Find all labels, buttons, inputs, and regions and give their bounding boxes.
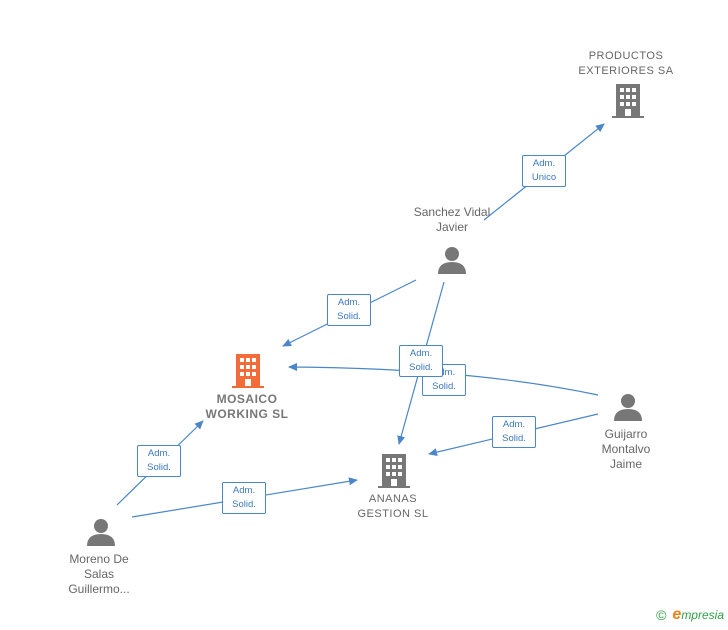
building-icon-ananas [378,454,410,488]
person-label-guijarro[interactable]: Guijarro Montalvo Jaime [601,427,651,471]
edge-label-moreno-ananas[interactable]: Adm. Solid. [222,482,266,514]
company-label-ananas[interactable]: ANANAS GESTION SL [357,493,429,520]
person-icon-moreno [87,519,115,546]
edge-label-line1: Adm. [337,297,361,308]
edge-label-line1: Adm. [232,485,256,496]
building-icon-mosaico [232,354,264,388]
edge-label-moreno-mosaico[interactable]: Adm. Solid. [137,445,181,477]
person-icon-guijarro [614,394,642,421]
brand-logo-rest: mpresia [681,608,724,622]
brand-logo-first-letter: e [672,606,682,623]
edge-label-line1: Adm. [409,348,433,359]
company-label-productos[interactable]: PRODUCTOS EXTERIORES SA [578,50,674,77]
person-label-sanchez[interactable]: Sanchez Vidal Javier [413,205,491,234]
edge-label-sanchez-ananas[interactable]: Adm. Solid. [399,345,443,377]
building-icon-productos [612,84,644,118]
brand-logo: empresia [672,606,724,624]
edge-label-line2: Solid. [502,433,526,444]
edge-label-sanchez-mosaico[interactable]: Adm. Solid. [327,294,371,326]
edge-label-line2: Solid. [232,499,256,510]
edge-label-line2: Solid. [409,362,433,373]
person-label-moreno[interactable]: Moreno De Salas Guillermo... [68,552,130,596]
edge-label-line2: Solid. [147,462,171,473]
company-label-mosaico[interactable]: MOSAICO WORKING SL [205,392,289,421]
edge-label-line2: Solid. [432,381,456,392]
edge-label-line1: Adm. [532,158,556,169]
edge-label-line2: Unico [531,172,557,183]
edge-label-line1: Adm. [502,419,526,430]
person-icon-sanchez [438,247,466,274]
copyright-symbol: © [656,607,667,623]
edge-label-line2: Solid. [337,311,361,322]
edge-label-guijarro-ananas[interactable]: Adm. Solid. [492,416,536,448]
edge-label-line1: Adm. [147,448,171,459]
edge-label-line1: Adm. [432,367,456,378]
brand-footer[interactable]: © empresia [656,606,724,624]
edge-label-sanchez-productos[interactable]: Adm. Unico [522,155,566,187]
